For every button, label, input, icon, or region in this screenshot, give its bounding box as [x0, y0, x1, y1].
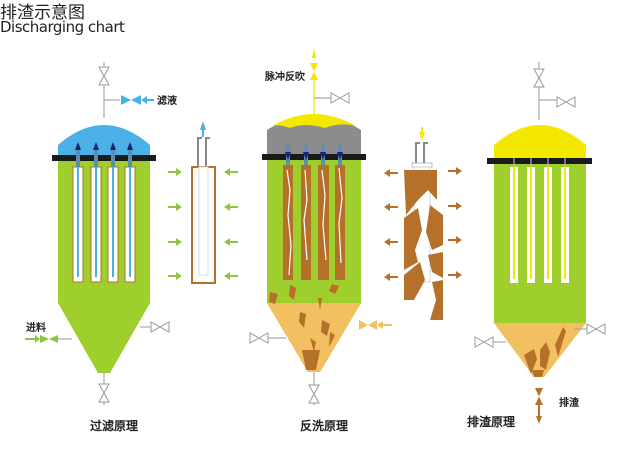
cake-tubes: [283, 145, 345, 280]
pulse-backblow-label: 脉冲反吹: [264, 70, 305, 83]
right-valve-icon[interactable]: [586, 323, 606, 335]
outflow-arrows-icon: [384, 167, 462, 281]
filter-element-filtration: [168, 121, 238, 284]
title-chinese: 排渣示意图: [0, 3, 85, 23]
slurry-out-arrow-icon: [359, 320, 392, 330]
gas-dome: [494, 125, 586, 158]
vessel-body: [58, 161, 150, 373]
tube-sheet-flange: [262, 154, 366, 160]
filtrate-dome: [58, 125, 150, 157]
left-valve-icon[interactable]: [249, 332, 269, 344]
top-branch-valve-icon[interactable]: [556, 96, 576, 108]
vessel-backwash: 脉冲反吹 反洗原理: [249, 48, 392, 433]
tube-sheet-flange: [487, 158, 592, 164]
feed-arrow-icon: [25, 335, 58, 343]
vessel-filtration: 滤液 进料 过滤原理: [25, 62, 177, 433]
falling-cake: [269, 284, 339, 370]
discharge-label: 排渣: [559, 396, 580, 409]
vessel-discharge: 排渣 排渣原理: [467, 62, 606, 429]
side-valve-icon[interactable]: [150, 321, 170, 333]
feed-label: 进料: [26, 321, 46, 334]
pulse-arrow-icon: [310, 48, 318, 80]
caption-discharge: 排渣原理: [467, 414, 515, 429]
top-valve-icon[interactable]: [98, 66, 110, 86]
top-valve-icon[interactable]: [533, 68, 545, 88]
pulse-gas-dome: [272, 114, 356, 128]
filtrate-arrow-icon: [121, 95, 154, 105]
left-valve-icon[interactable]: [474, 336, 494, 348]
filter-element-backwash: [384, 127, 462, 320]
bottom-valve-icon[interactable]: [98, 383, 110, 403]
clean-tubes: [510, 158, 569, 283]
discharge-arrow-icon: [535, 388, 543, 424]
title-english: Discharging chart: [0, 18, 125, 36]
pulse-down-arrow-icon: [419, 127, 425, 141]
caption-backwash: 反洗原理: [300, 418, 348, 433]
caption-filtration: 过滤原理: [90, 418, 138, 433]
filter-tubes: [72, 142, 136, 283]
tube-sheet-flange: [52, 155, 156, 161]
sludge-cone: [267, 303, 361, 372]
filtrate-up-arrow-icon: [200, 121, 206, 137]
filtrate-label: 滤液: [157, 94, 177, 107]
top-branch-valve-icon[interactable]: [330, 92, 350, 104]
bottom-valve-icon[interactable]: [308, 384, 320, 404]
inflow-arrows-icon: [168, 168, 238, 280]
discharged-cake: [524, 327, 566, 377]
